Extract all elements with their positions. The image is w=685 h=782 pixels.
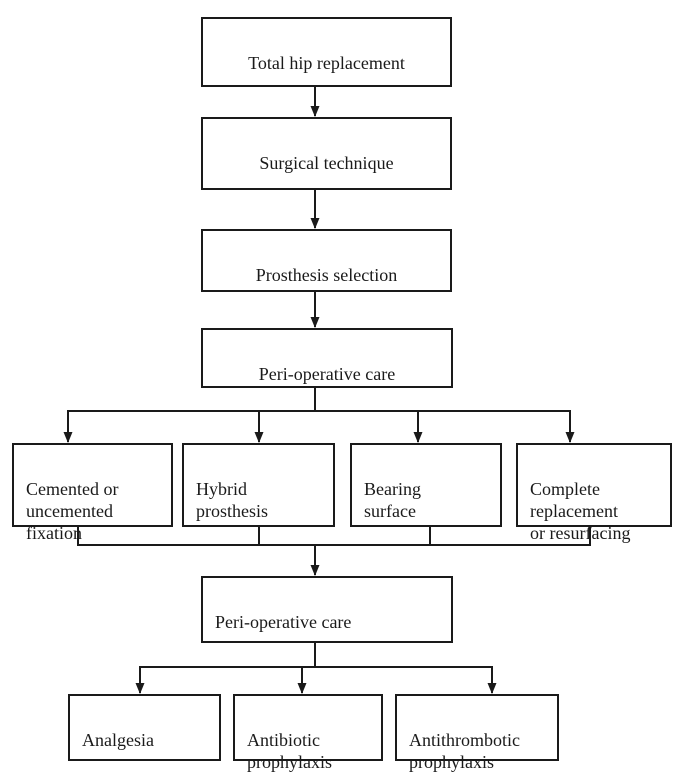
node-label: Bearing surface <box>364 479 421 521</box>
node-complete-replacement-or-resurfacing: Complete replacement or resurfacing <box>516 443 672 543</box>
node-peri-operative-care-2: Peri-operative care <box>201 576 453 643</box>
node-label: Peri-operative care <box>215 612 352 632</box>
node-cemented-or-uncemented-fixation: Cemented or uncemented fixation <box>12 443 173 543</box>
node-label: Surgical technique <box>259 153 394 173</box>
node-analgesia: Analgesia <box>68 694 221 761</box>
node-total-hip-replacement: Total hip replacement <box>201 17 452 87</box>
node-antithrombotic-prophylaxis: Antithrombotic prophylaxis <box>395 694 559 772</box>
node-bearing-surface: Bearing surface <box>350 443 502 527</box>
node-label: Complete replacement or resurfacing <box>530 479 631 543</box>
node-label: Peri-operative care <box>258 364 396 384</box>
node-label: Hybrid prosthesis <box>196 479 268 521</box>
node-hybrid-prosthesis: Hybrid prosthesis <box>182 443 335 527</box>
node-antibiotic-prophylaxis: Antibiotic prophylaxis <box>233 694 383 772</box>
node-label: Antithrombotic prophylaxis <box>409 730 520 772</box>
node-label: Prosthesis selection <box>255 265 398 285</box>
node-peri-operative-care-1: Peri-operative care <box>201 328 453 388</box>
node-prosthesis-selection: Prosthesis selection <box>201 229 452 292</box>
node-surgical-technique: Surgical technique <box>201 117 452 190</box>
node-label: Cemented or uncemented fixation <box>26 479 119 543</box>
node-label: Analgesia <box>82 730 154 750</box>
node-label: Total hip replacement <box>248 53 405 73</box>
node-label: Antibiotic prophylaxis <box>247 730 332 772</box>
